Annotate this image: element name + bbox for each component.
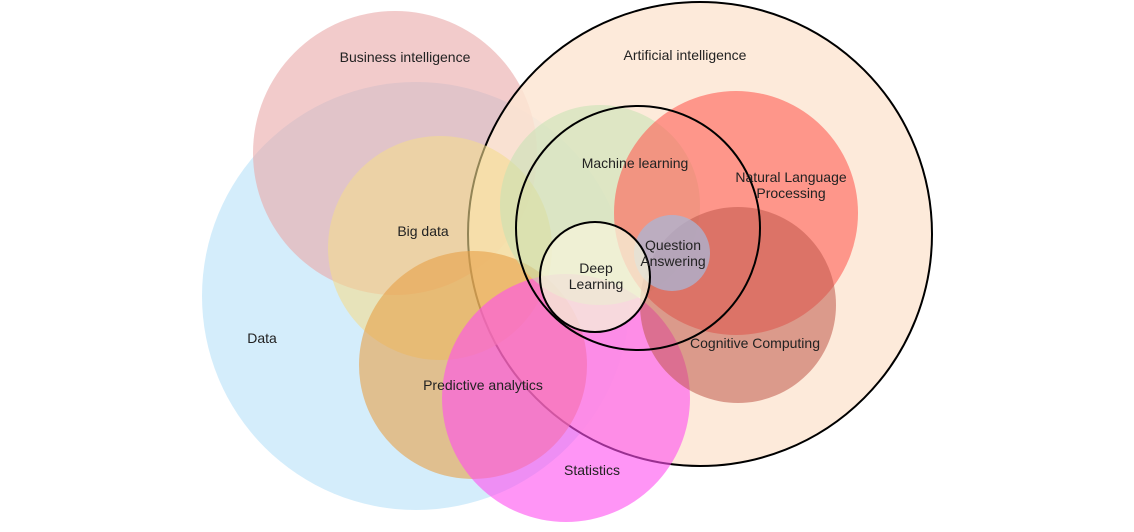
data-label: Data <box>247 330 277 346</box>
business-intelligence-label: Business intelligence <box>340 49 471 65</box>
question-answering-circle <box>634 215 710 291</box>
statistics-label: Statistics <box>564 462 620 478</box>
predictive-analytics-label: Predictive analytics <box>423 377 543 393</box>
machine-learning-circle <box>515 105 761 351</box>
deep-learning-label-line: Learning <box>569 276 624 292</box>
cognitive-computing-label: Cognitive Computing <box>690 335 820 351</box>
natural-language-processing-label-line: Processing <box>756 185 825 201</box>
question-answering-label-line: Question <box>645 237 701 253</box>
statistics-circle <box>442 274 690 522</box>
deep-learning-label-line: Deep <box>579 260 613 276</box>
question-answering-label-line: Answering <box>640 253 705 269</box>
natural-language-processing-label-line: Natural Language <box>735 169 847 185</box>
big-data-label: Big data <box>397 223 449 239</box>
artificial-intelligence-label: Artificial intelligence <box>624 47 747 63</box>
machine-learning-label: Machine learning <box>582 155 689 171</box>
deep-learning-circle <box>539 221 651 333</box>
